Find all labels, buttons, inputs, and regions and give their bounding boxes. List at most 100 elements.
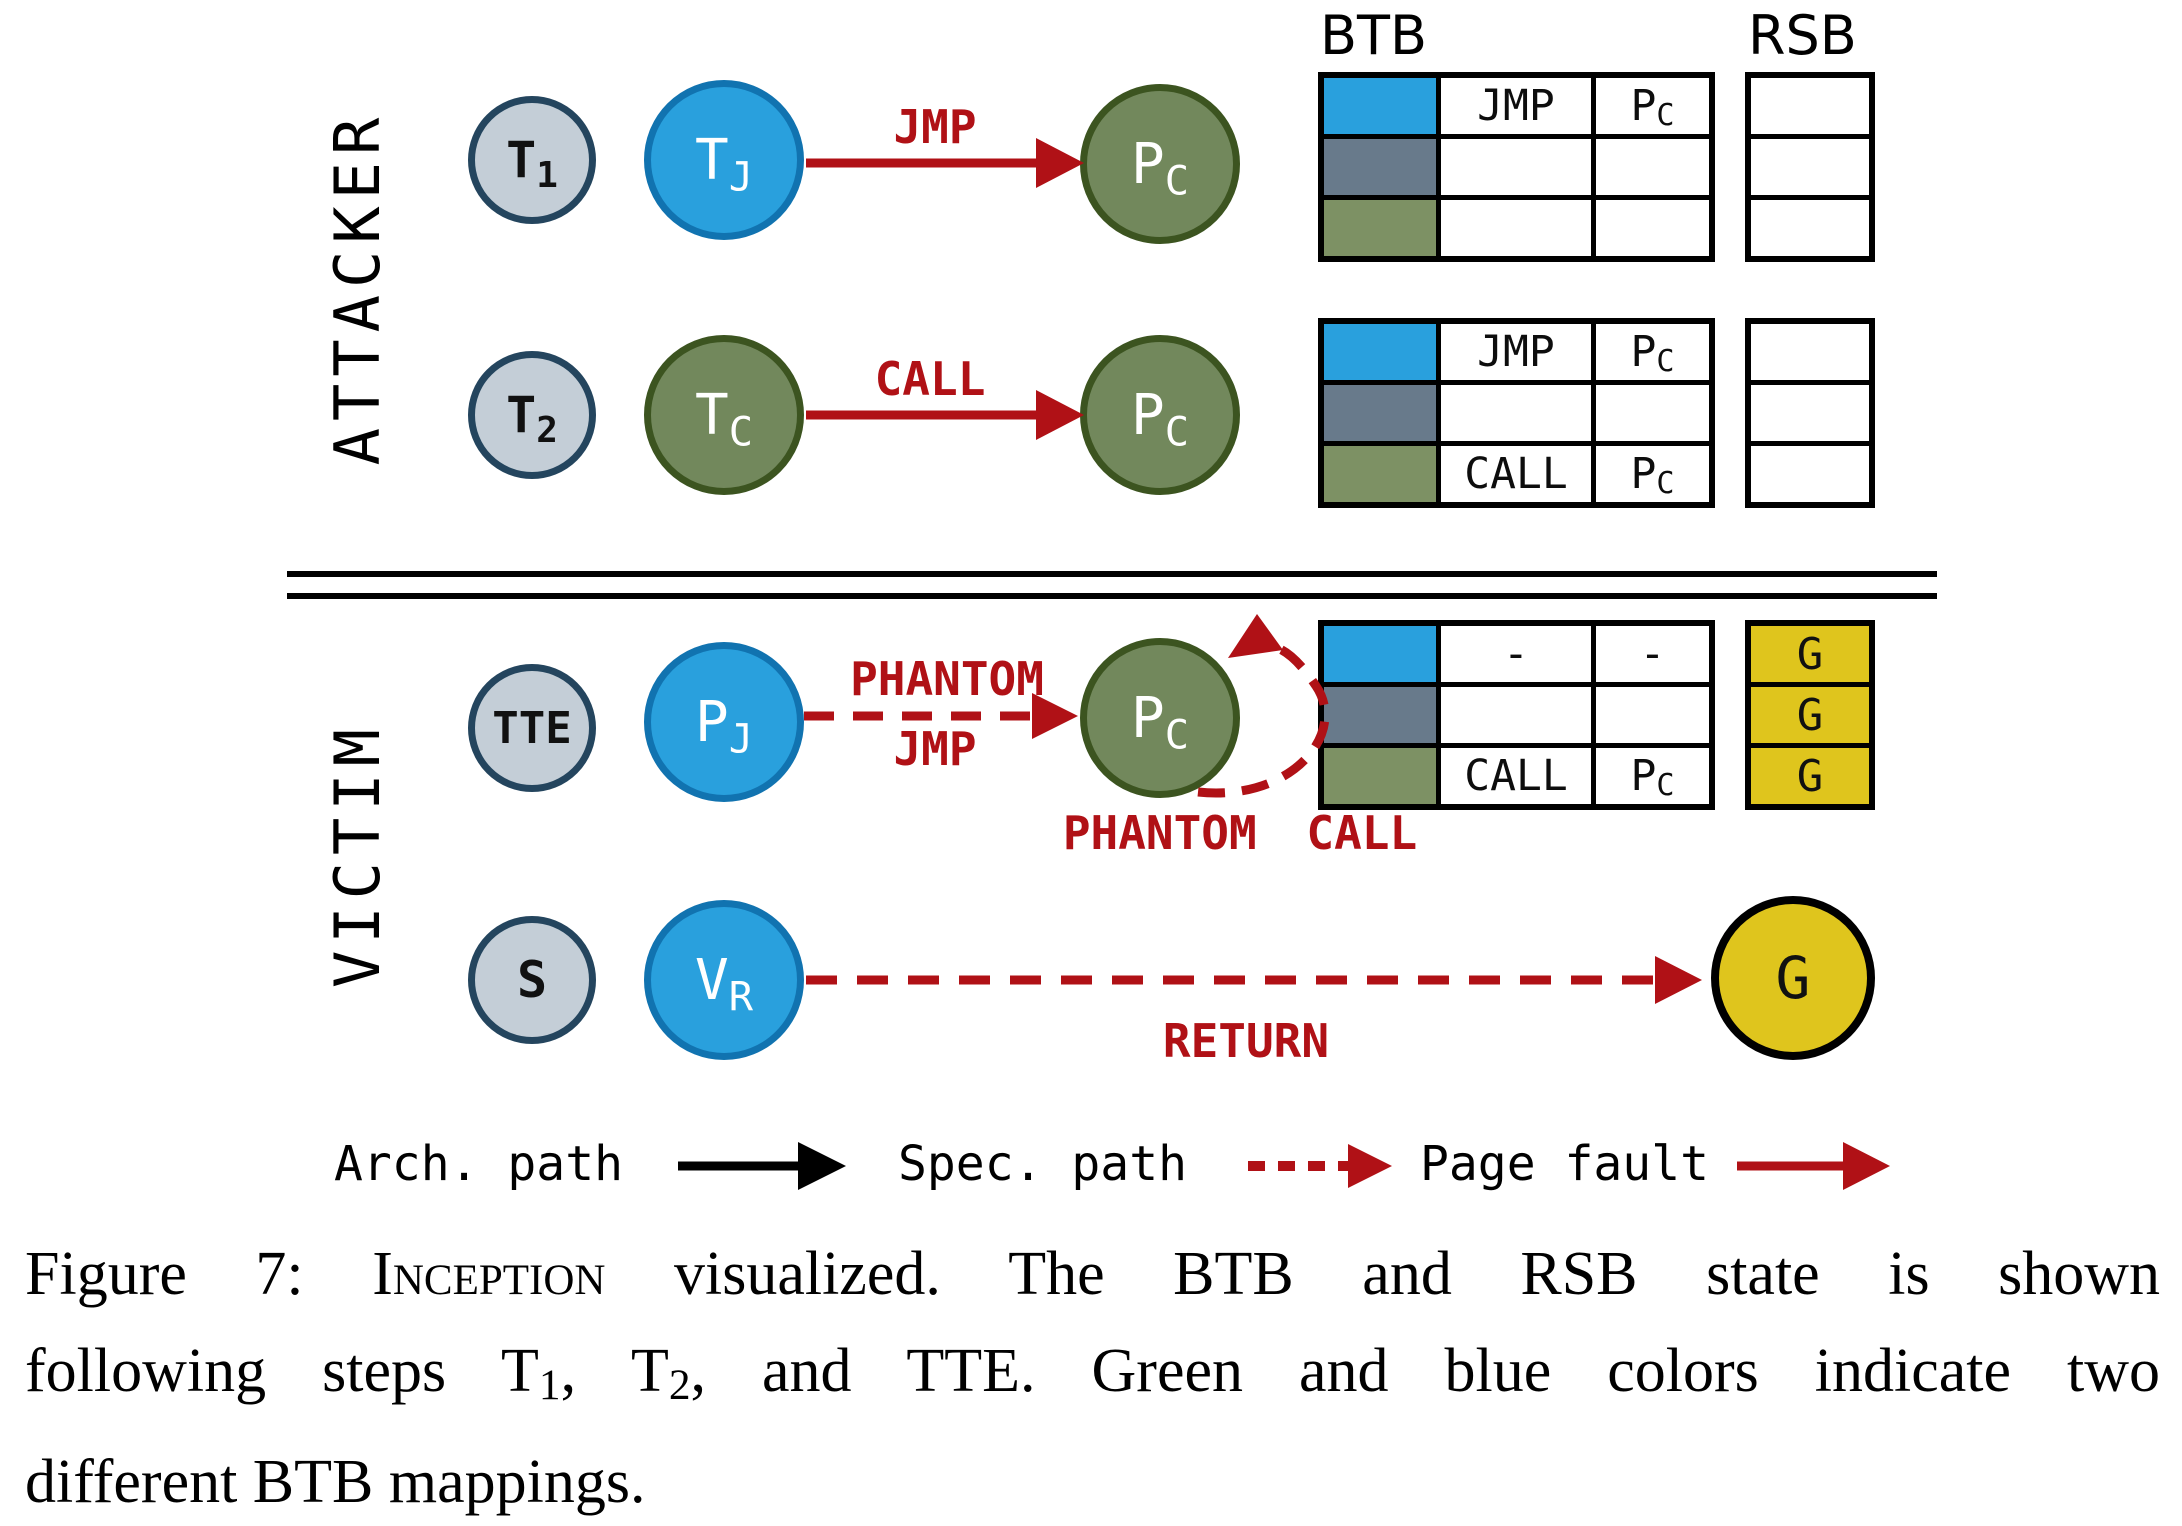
rsb-table-step2 [1745, 318, 1875, 508]
node-tc-label: TC [695, 382, 753, 455]
return-arrowhead-icon [1655, 956, 1702, 1004]
separator-line-top [287, 571, 1937, 577]
node-pj-label: PJ [695, 689, 753, 762]
btb-op-cell [1441, 200, 1591, 256]
node-t2-label: T2 [506, 386, 558, 452]
node-pj: PJ [644, 642, 804, 802]
rsb-cell-g: G [1751, 626, 1869, 682]
node-s-label: S [516, 951, 548, 1009]
rsb-cell [1751, 200, 1869, 256]
jmp-arrowhead-icon [1036, 138, 1084, 188]
btb-target-cell [1596, 687, 1709, 743]
btb-target-cell: - [1596, 626, 1709, 682]
node-tc: TC [644, 335, 804, 495]
legend-arch-path-arrowhead-icon [798, 1142, 846, 1190]
caption-figure-number: Figure 7: [25, 1240, 304, 1308]
rsb-cell [1751, 324, 1869, 380]
figure-caption: Figure 7: Inception visualized. The BTB … [25, 1226, 2160, 1526]
node-pc-jmp-label: PC [1131, 131, 1189, 204]
table-row [1324, 687, 1709, 743]
phantom-call-arrowhead-icon [1228, 614, 1283, 658]
rsb-cell-g: G [1751, 687, 1869, 743]
table-row [1324, 200, 1709, 256]
btb-tag-blue [1324, 626, 1436, 682]
btb-op-cell [1441, 139, 1591, 195]
caption-line-2: following steps T1, T2, and TTE. Green a… [25, 1337, 2160, 1409]
btb-op-cell: JMP [1441, 324, 1591, 380]
btb-header: BTB [1320, 4, 1428, 67]
node-t1-label: T1 [506, 131, 558, 197]
node-pc-jmp: PC [1080, 84, 1240, 244]
btb-op-cell: - [1441, 626, 1591, 682]
table-row [1324, 139, 1709, 195]
btb-target-cell [1596, 200, 1709, 256]
caption-attack-name: Inception [372, 1240, 606, 1308]
jmp-edge-label: JMP [893, 100, 977, 154]
btb-target-cell [1596, 139, 1709, 195]
node-tj: TJ [644, 80, 804, 240]
rsb-cell [1751, 78, 1869, 134]
node-pc-call-label: PC [1131, 382, 1189, 455]
legend-page-fault-label: Page fault [1420, 1136, 1709, 1192]
caption-line-3: different BTB mappings. [25, 1447, 646, 1516]
legend-spec-path-arrowhead-icon [1348, 1144, 1392, 1188]
rsb-table-step1 [1745, 72, 1875, 262]
node-pc-call: PC [1080, 335, 1240, 495]
node-g-label: G [1775, 944, 1811, 1012]
btb-op-cell: CALL [1441, 446, 1591, 502]
phantom-call-label: PHANTOM CALL [1062, 806, 1418, 860]
node-tj-label: TJ [695, 127, 753, 200]
btb-op-cell [1441, 687, 1591, 743]
table-row: - - [1324, 626, 1709, 682]
btb-tag-slate [1324, 139, 1436, 195]
btb-tag-green [1324, 200, 1436, 256]
separator-line-bottom [287, 593, 1937, 599]
node-tte: TTE [468, 664, 596, 792]
node-vr: VR [644, 900, 804, 1060]
btb-op-cell [1441, 385, 1591, 441]
legend-spec-path-label: Spec. path [898, 1136, 1187, 1192]
rsb-header: RSB [1748, 4, 1857, 67]
node-s: S [468, 916, 596, 1044]
node-pc-phantom-label: PC [1131, 685, 1189, 758]
call-arrowhead-icon [1036, 390, 1084, 440]
node-t1: T1 [468, 96, 596, 224]
rsb-cell [1751, 385, 1869, 441]
node-g: G [1711, 896, 1875, 1060]
legend-page-fault-arrowhead-icon [1843, 1142, 1890, 1190]
phantom-jmp-label-bottom: JMP [893, 722, 977, 776]
caption-line-1: Figure 7: Inception visualized. The BTB … [25, 1240, 2161, 1308]
node-pc-phantom: PC [1080, 638, 1240, 798]
btb-target-cell [1596, 385, 1709, 441]
node-tte-label: TTE [492, 702, 572, 754]
btb-tag-green [1324, 446, 1436, 502]
call-edge-label: CALL [874, 352, 986, 406]
node-t2: T2 [468, 351, 596, 479]
return-label: RETURN [1162, 1014, 1330, 1068]
attacker-section-label: ATTACKER [320, 110, 394, 466]
btb-tag-slate [1324, 385, 1436, 441]
phantom-jmp-label-top: PHANTOM [850, 652, 1044, 706]
btb-tag-blue [1324, 78, 1436, 134]
rsb-cell-g: G [1751, 748, 1869, 804]
btb-op-cell: CALL [1441, 748, 1591, 804]
rsb-cell [1751, 139, 1869, 195]
legend-arch-path-label: Arch. path [334, 1136, 623, 1192]
btb-op-cell: JMP [1441, 78, 1591, 134]
table-row [1324, 385, 1709, 441]
rsb-table-victim: G G G [1745, 620, 1875, 810]
btb-tag-blue [1324, 324, 1436, 380]
node-vr-label: VR [695, 947, 753, 1020]
